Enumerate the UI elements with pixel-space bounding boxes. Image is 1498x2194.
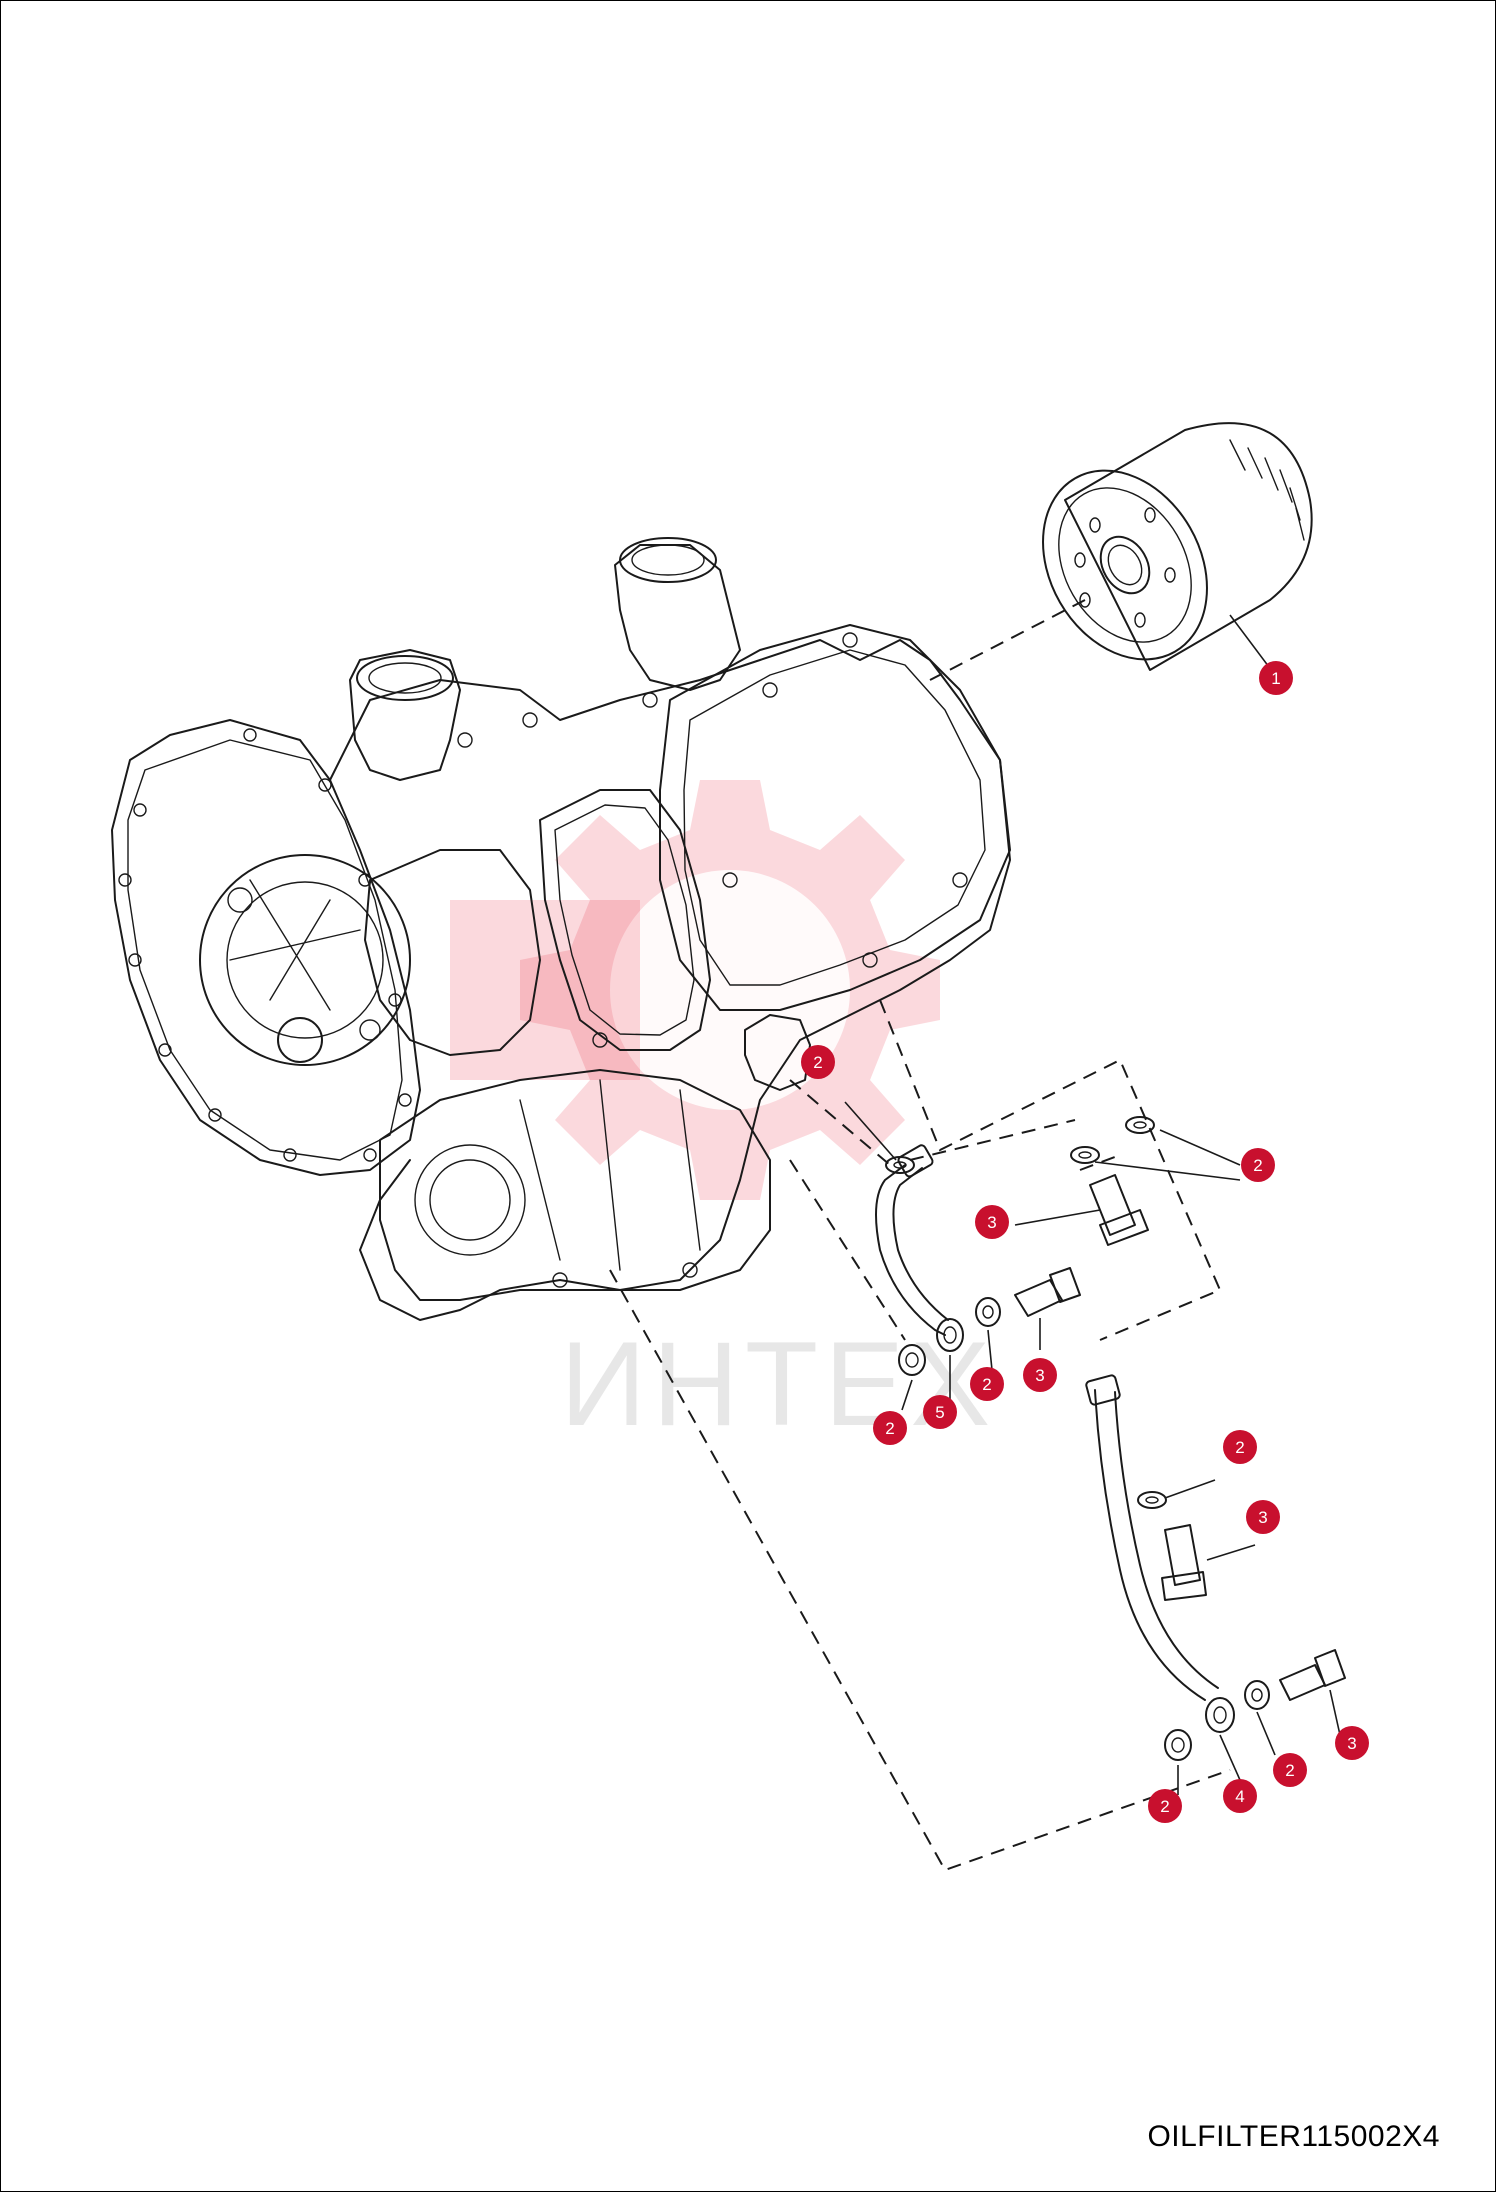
callout-2f: 2 <box>1273 1753 1307 1787</box>
watermark-text: ИНТЕХ <box>560 1317 996 1451</box>
diagram-code: OILFILTER115002X4 <box>1147 2120 1440 2153</box>
svg-text:3: 3 <box>1347 1734 1356 1753</box>
callout-1: 1 <box>1259 661 1293 695</box>
callout-2e: 2 <box>1223 1430 1257 1464</box>
callout-4: 4 <box>1223 1779 1257 1813</box>
svg-text:2: 2 <box>982 1375 991 1394</box>
svg-text:3: 3 <box>1035 1366 1044 1385</box>
svg-text:3: 3 <box>987 1213 996 1232</box>
watermark-logo <box>450 780 940 1200</box>
callout-3c: 3 <box>1246 1500 1280 1534</box>
svg-text:2: 2 <box>813 1053 822 1072</box>
callout-2b: 2 <box>1241 1148 1275 1182</box>
svg-text:2: 2 <box>885 1419 894 1438</box>
svg-text:1: 1 <box>1271 669 1280 688</box>
leader-lines <box>844 614 1341 1795</box>
svg-text:5: 5 <box>935 1403 944 1422</box>
lower-oil-pipe <box>1085 1374 1235 1733</box>
svg-text:2: 2 <box>1160 1797 1169 1816</box>
oil-filter <box>1042 422 1313 671</box>
callout-3d: 3 <box>1335 1726 1369 1760</box>
washers-and-bolts <box>885 1116 1346 1761</box>
callout-2a: 2 <box>801 1045 835 1079</box>
svg-text:2: 2 <box>1235 1438 1244 1457</box>
callout-3b: 3 <box>1023 1358 1057 1392</box>
assembly-lines <box>609 599 1231 1872</box>
callout-5: 5 <box>923 1395 957 1429</box>
svg-text:4: 4 <box>1235 1787 1244 1806</box>
engine-block <box>111 537 1011 1321</box>
callout-3a: 3 <box>975 1205 1009 1239</box>
svg-text:2: 2 <box>1285 1761 1294 1780</box>
svg-text:2: 2 <box>1253 1156 1262 1175</box>
svg-text:3: 3 <box>1258 1508 1267 1527</box>
callout-2c: 2 <box>873 1411 907 1445</box>
callout-2d: 2 <box>970 1367 1004 1401</box>
callout-2g: 2 <box>1148 1789 1182 1823</box>
